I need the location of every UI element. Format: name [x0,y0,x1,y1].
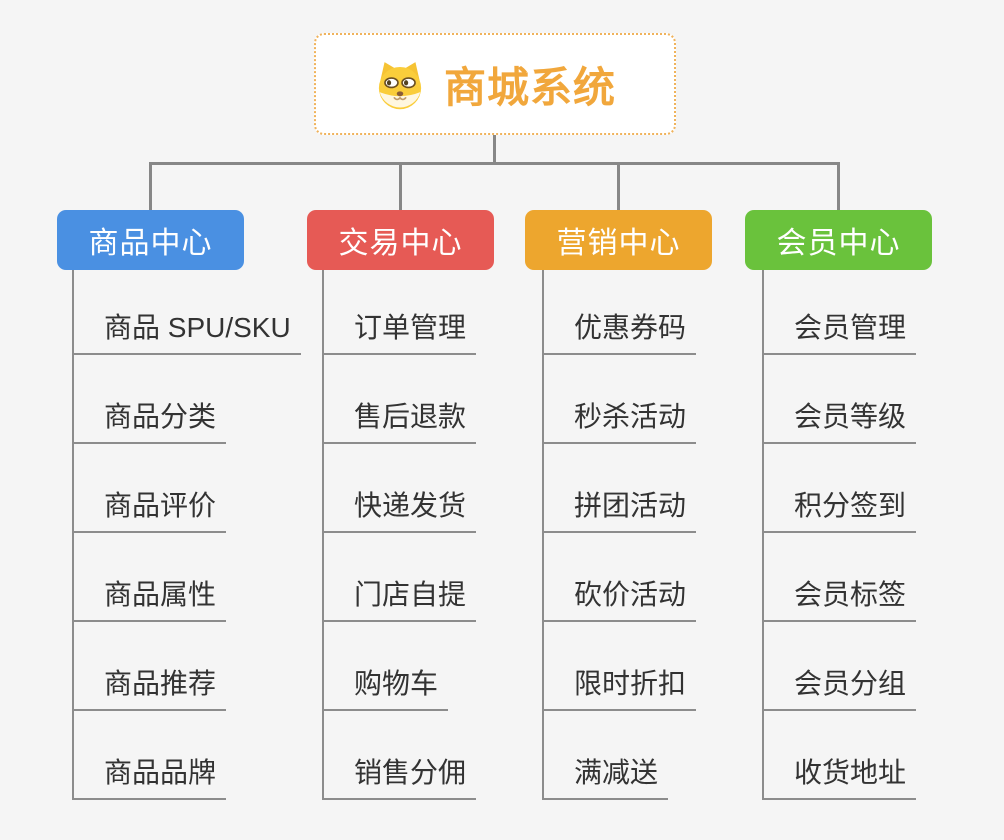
branch-member-center-box[interactable]: 会员中心 [745,210,932,270]
connector-drop-trade [399,162,402,210]
leaf-label: 门店自提 [322,573,477,622]
leaf-label: 销售分佣 [322,751,477,800]
leaf-label: 限时折扣 [542,662,697,711]
dog-face-icon [378,62,422,110]
leaf-node[interactable]: 秒杀活动 [542,355,787,444]
leaf-label: 会员管理 [762,306,917,355]
leaf-node[interactable]: 订单管理 [322,270,567,355]
leaf-label: 满减送 [542,751,669,800]
leaf-label: 商品推荐 [72,662,227,711]
connector-drop-member [837,162,840,210]
leaf-node[interactable]: 商品 SPU/SKU [72,270,317,355]
leaf-node[interactable]: 会员等级 [762,355,1004,444]
leaf-label: 购物车 [322,662,449,711]
leaf-label: 优惠券码 [542,306,697,355]
leaf-node[interactable]: 限时折扣 [542,622,787,711]
root-node[interactable]: 商城系统 [314,33,676,135]
column-marketing-center: 优惠券码 秒杀活动 拼团活动 砍价活动 限时折扣 满减送 [542,270,787,800]
connector-drop-marketing [617,162,620,210]
root-title: 商城系统 [443,63,616,111]
leaf-label: 收货地址 [762,751,917,800]
leaf-node[interactable]: 会员管理 [762,270,1004,355]
leaf-label: 商品分类 [72,395,227,444]
column-trade-center: 订单管理 售后退款 快递发货 门店自提 购物车 销售分佣 [322,270,567,800]
leaf-node[interactable]: 销售分佣 [322,711,567,800]
leaf-label: 积分签到 [762,484,917,533]
leaf-node[interactable]: 商品属性 [72,533,317,622]
leaf-node[interactable]: 收货地址 [762,711,1004,800]
leaf-node[interactable]: 购物车 [322,622,567,711]
connector-root-drop [493,135,496,165]
connector-horizontal [149,162,840,165]
leaf-node[interactable]: 积分签到 [762,444,1004,533]
branch-product-center-box[interactable]: 商品中心 [57,210,244,270]
leaf-node[interactable]: 拼团活动 [542,444,787,533]
leaf-label: 售后退款 [322,395,477,444]
leaf-label: 商品属性 [72,573,227,622]
leaf-label: 拼团活动 [542,484,697,533]
branch-marketing-center-box[interactable]: 营销中心 [525,210,712,270]
leaf-node[interactable]: 售后退款 [322,355,567,444]
leaf-node[interactable]: 商品品牌 [72,711,317,800]
leaf-node[interactable]: 快递发货 [322,444,567,533]
leaf-node[interactable]: 商品分类 [72,355,317,444]
leaf-node[interactable]: 会员标签 [762,533,1004,622]
leaf-node[interactable]: 满减送 [542,711,787,800]
leaf-label: 秒杀活动 [542,395,697,444]
leaf-node[interactable]: 会员分组 [762,622,1004,711]
leaf-node[interactable]: 门店自提 [322,533,567,622]
column-product-center: 商品 SPU/SKU 商品分类 商品评价 商品属性 商品推荐 商品品牌 [72,270,317,800]
leaf-label: 砍价活动 [542,573,697,622]
connector-drop-product [149,162,152,210]
leaf-label: 快递发货 [322,484,477,533]
leaf-label: 会员等级 [762,395,917,444]
leaf-label: 会员分组 [762,662,917,711]
leaf-node[interactable]: 商品推荐 [72,622,317,711]
leaf-node[interactable]: 优惠券码 [542,270,787,355]
leaf-label: 订单管理 [322,306,477,355]
leaf-node[interactable]: 砍价活动 [542,533,787,622]
leaf-label: 会员标签 [762,573,917,622]
leaf-node[interactable]: 商品评价 [72,444,317,533]
branch-trade-center-box[interactable]: 交易中心 [307,210,494,270]
leaf-label: 商品品牌 [72,751,227,800]
column-member-center: 会员管理 会员等级 积分签到 会员标签 会员分组 收货地址 [762,270,1004,800]
leaf-label: 商品评价 [72,484,227,533]
leaf-label: 商品 SPU/SKU [72,306,301,355]
